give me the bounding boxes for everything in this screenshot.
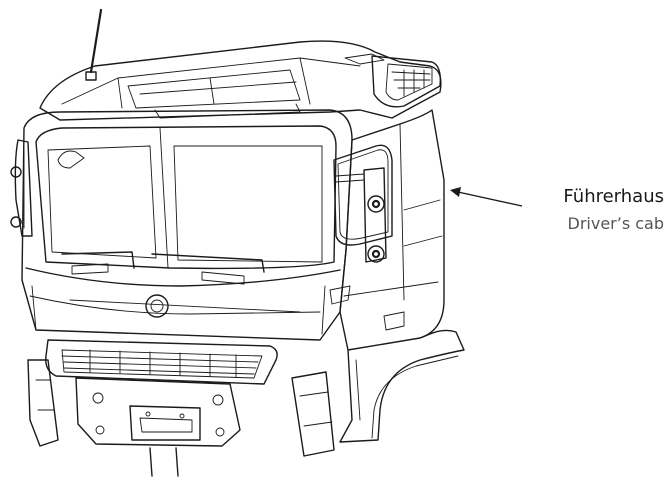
brand-emblem — [69, 294, 301, 318]
side-steps — [27, 359, 335, 457]
roof-vent — [371, 55, 442, 108]
cab-roof — [39, 40, 442, 121]
label-english: Driver’s cab — [567, 214, 665, 233]
antenna — [85, 8, 103, 81]
leader-arrow — [450, 187, 523, 207]
bumper-grille — [45, 339, 278, 385]
cab-body — [21, 109, 353, 341]
left-mirror — [10, 139, 33, 237]
right-mirror — [335, 167, 387, 263]
wipers — [61, 251, 265, 285]
wheel-arch — [339, 329, 465, 443]
cab-door — [329, 109, 445, 351]
label-german: Führerhaus — [563, 186, 664, 207]
tow-plate — [75, 377, 241, 477]
